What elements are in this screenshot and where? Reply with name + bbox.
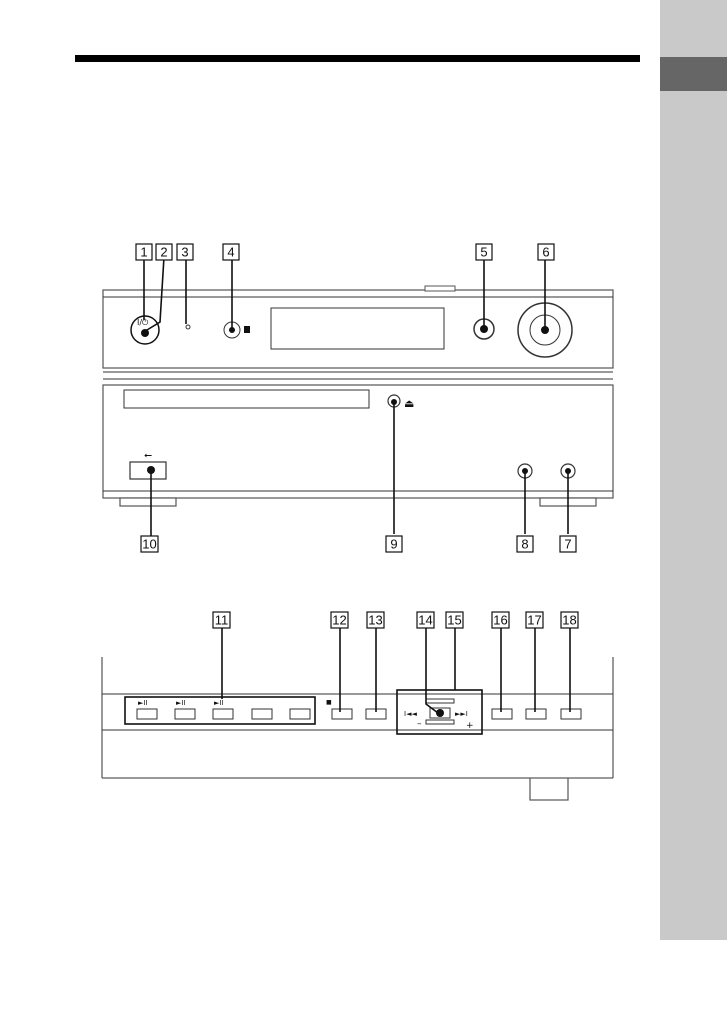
- play-pause-icon-1: ►II: [138, 699, 148, 707]
- callout-label-15: 15: [447, 613, 461, 628]
- plus-sign: +: [466, 721, 474, 731]
- callout-label-17: 17: [527, 613, 541, 628]
- callout-3: 3: [177, 244, 193, 260]
- tune-down-key[interactable]: [426, 720, 454, 724]
- callout-18: 18: [561, 612, 578, 628]
- callout-label-13: 13: [368, 613, 382, 628]
- callout-13: 13: [367, 612, 384, 628]
- callout-10: 10: [141, 536, 158, 552]
- standby-indicator: [186, 325, 190, 329]
- callout-7: 7: [560, 536, 576, 552]
- front-panel-top-unit: I/⏻ ⏏ ⭠: [103, 286, 613, 506]
- callout-9: 9: [386, 536, 402, 552]
- left-foot: [120, 498, 176, 506]
- callout-label-4: 4: [227, 245, 234, 260]
- callout-label-3: 3: [181, 245, 188, 260]
- callout-label-11: 11: [215, 613, 229, 628]
- callout-5: 5: [476, 244, 492, 260]
- tune-up-key[interactable]: [426, 699, 454, 703]
- key-5[interactable]: [290, 709, 310, 719]
- callout-label-16: 16: [493, 613, 507, 628]
- key-17[interactable]: [526, 709, 546, 719]
- display-window: [271, 308, 444, 349]
- eject-icon: ⏏: [404, 397, 414, 410]
- top-panel-unit: ►II ►II ►II ■ I◄◄ ►►I – +: [102, 657, 613, 800]
- callout-label-5: 5: [480, 245, 487, 260]
- callout-label-9: 9: [390, 537, 397, 552]
- play-pause-icon-3: ►II: [214, 699, 224, 707]
- callout-label-10: 10: [142, 537, 156, 552]
- callout-11: 11: [213, 612, 230, 628]
- play-pause-icon-2: ►II: [176, 699, 186, 707]
- callout-label-2: 2: [160, 245, 167, 260]
- top-panel-foot: [530, 778, 568, 800]
- disc-slot: [124, 390, 369, 408]
- power-icon: I/⏻: [137, 318, 149, 327]
- callout-12: 12: [331, 612, 348, 628]
- callout-label-7: 7: [564, 537, 571, 552]
- callout-label-1: 1: [140, 245, 147, 260]
- key-4[interactable]: [252, 709, 272, 719]
- callout-label-8: 8: [521, 537, 528, 552]
- stop-key[interactable]: [332, 709, 352, 719]
- minus-sign: –: [417, 719, 422, 729]
- leader-lines-bottom: [222, 625, 570, 713]
- callout-1: 1: [136, 244, 152, 260]
- callout-label-6: 6: [542, 245, 549, 260]
- key-16[interactable]: [492, 709, 512, 719]
- callout-2: 2: [156, 244, 172, 260]
- play-key-1[interactable]: [137, 709, 157, 719]
- callout-14: 14: [417, 612, 434, 628]
- next-icon: ►►I: [455, 710, 468, 718]
- remote-sensor-icon: [244, 326, 250, 333]
- callout-label-18: 18: [562, 613, 576, 628]
- callout-15: 15: [446, 612, 463, 628]
- key-18[interactable]: [561, 709, 581, 719]
- prev-icon: I◄◄: [404, 710, 417, 718]
- play-key-3[interactable]: [213, 709, 233, 719]
- callout-8: 8: [517, 536, 533, 552]
- usb-icon: ⭠: [144, 450, 152, 461]
- top-tab: [425, 286, 455, 291]
- callout-16: 16: [492, 612, 509, 628]
- callout-4: 4: [223, 244, 239, 260]
- play-key-2[interactable]: [175, 709, 195, 719]
- callout-label-12: 12: [332, 613, 346, 628]
- callout-6: 6: [538, 244, 554, 260]
- stop-icon: ■: [326, 699, 332, 706]
- callout-label-14: 14: [418, 613, 432, 628]
- callout-17: 17: [526, 612, 543, 628]
